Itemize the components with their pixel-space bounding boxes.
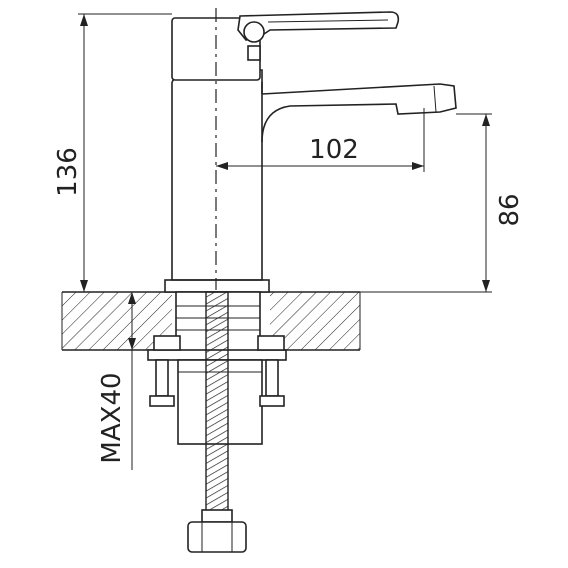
spout-reach-label: 102 bbox=[309, 135, 359, 165]
faucet-body bbox=[164, 8, 457, 293]
dimension-spout-height: 86 bbox=[360, 113, 525, 293]
max-thickness-label: MAX40 bbox=[97, 372, 127, 463]
mounting-assembly bbox=[147, 291, 287, 553]
dimension-height-total: 136 bbox=[53, 13, 172, 292]
countertop-section bbox=[61, 291, 361, 351]
left-bolt bbox=[149, 359, 175, 407]
dimension-max-thickness: MAX40 bbox=[97, 292, 136, 470]
height-total-label: 136 bbox=[53, 147, 83, 197]
dimension-spout-reach: 102 bbox=[216, 108, 425, 172]
right-bolt bbox=[259, 359, 285, 407]
spout-height-label: 86 bbox=[495, 193, 525, 226]
